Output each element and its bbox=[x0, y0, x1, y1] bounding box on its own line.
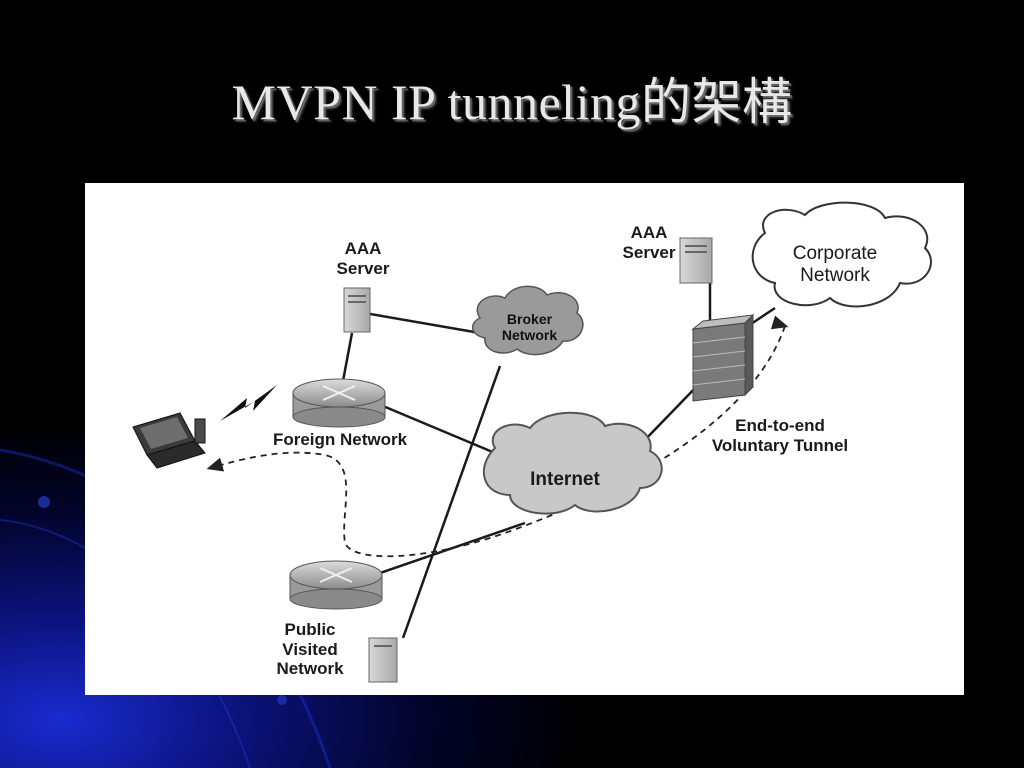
broker-network-label: Broker Network bbox=[501, 311, 558, 344]
slide-title: MVPN IP tunneling的架構 bbox=[231, 74, 793, 130]
foreign-network-label: Foreign Network bbox=[272, 430, 408, 449]
aaa-server-right bbox=[679, 237, 713, 284]
internet-label: Internet bbox=[530, 469, 600, 490]
aaa-server-left-label: AAA Server bbox=[336, 239, 390, 278]
internet-cloud bbox=[482, 411, 663, 515]
tunnel-label: End-to-end Voluntary Tunnel bbox=[711, 416, 849, 455]
public-network-server bbox=[368, 637, 398, 683]
aaa-server-right-label: AAA Server bbox=[622, 223, 676, 262]
corporate-network-label: Corporate Network bbox=[792, 243, 878, 286]
foreign-network-router bbox=[292, 378, 386, 428]
public-network-router bbox=[289, 560, 383, 610]
mobile-laptop bbox=[132, 412, 206, 469]
broker-network-cloud bbox=[472, 285, 584, 356]
wireless-signal-icon bbox=[220, 385, 277, 421]
aaa-server-left bbox=[343, 287, 371, 333]
network-diagram bbox=[132, 201, 932, 683]
diagram-panel: AAA Server AAA Server Broker Network Cor… bbox=[85, 183, 964, 695]
firewall bbox=[691, 313, 755, 402]
corporate-network-cloud bbox=[751, 201, 932, 308]
public-network-label: Public Visited Network bbox=[276, 620, 344, 679]
